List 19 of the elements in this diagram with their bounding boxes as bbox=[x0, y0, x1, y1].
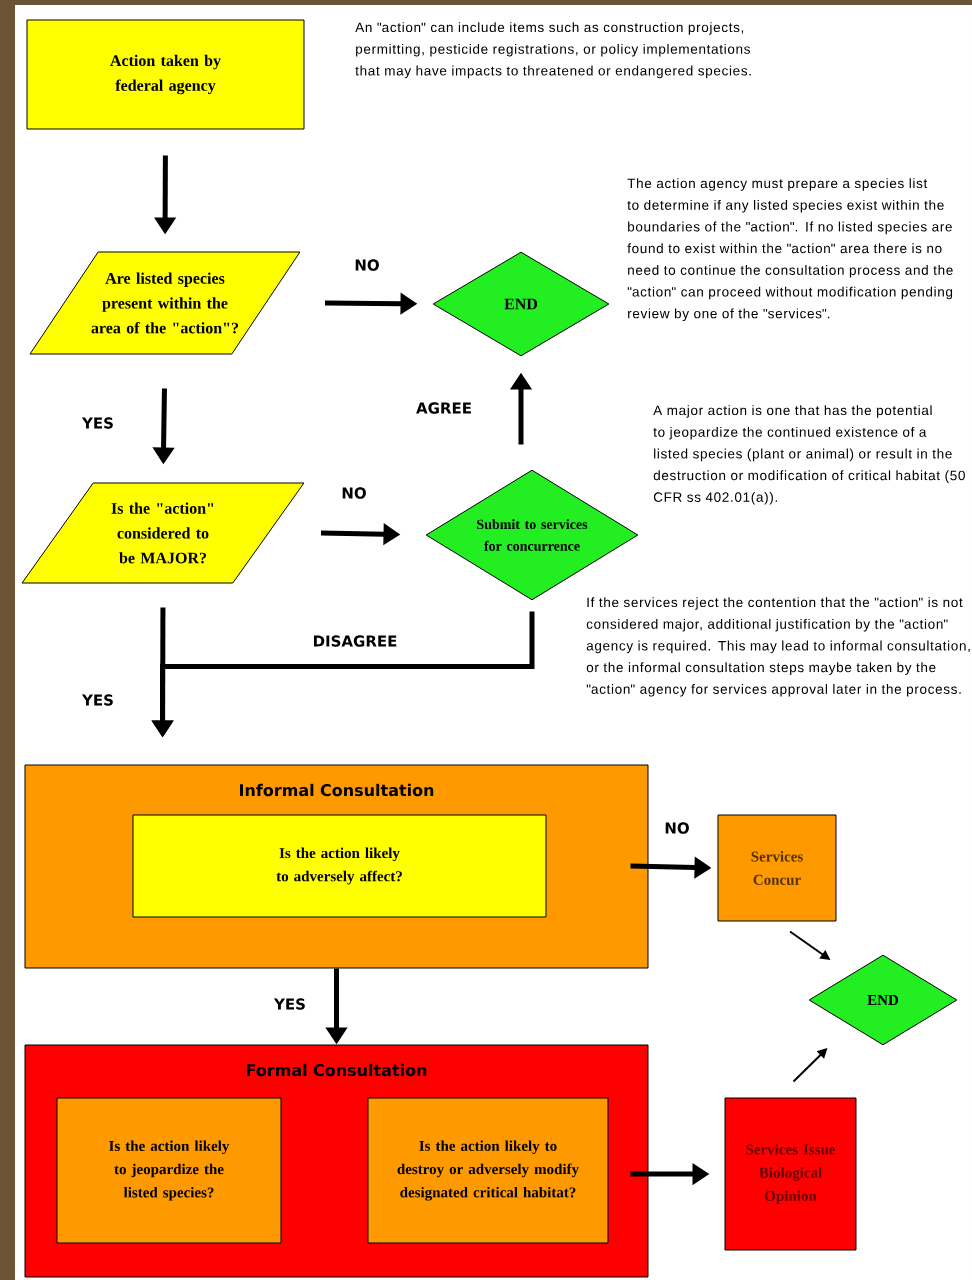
decision-parallelogram: Are listed species present within the area of the "action"? bbox=[29, 251, 301, 355]
process-box: Action taken by federal agency bbox=[26, 19, 305, 130]
edge-label: NO bbox=[342, 487, 366, 499]
note-text: An "action" can include items such as construction projects, permitting, pesticide registrations, or policy implementations that may have impacts to threatened or endangered species. bbox=[355, 22, 751, 79]
edge-label: YES bbox=[81, 694, 113, 706]
outcome-box: Services Concur bbox=[717, 814, 837, 922]
decision-parallelogram: Is the "action" considered to be MAJOR? bbox=[21, 482, 305, 584]
edge-label: YES bbox=[81, 417, 113, 429]
note-text: A major action is one that has the potential to jeopardize the continued existence of a listed species (plant or animal) or result in the destruction or modification of critical habitat (50 CFR ss 402.01(a)). bbox=[653, 405, 965, 505]
outcome-box: Services Issue Biological Opinion bbox=[724, 1097, 857, 1251]
edge-label: NO bbox=[355, 259, 379, 271]
edge-label: DISAGREE bbox=[314, 635, 397, 647]
question-box: Is the action likely to destroy or adversely modify designated critical habitat? bbox=[367, 1097, 609, 1244]
question-box: Is the action likely to jeopardize the listed species? bbox=[56, 1097, 282, 1244]
edge-label: NO bbox=[665, 822, 689, 834]
edge-label: YES bbox=[273, 998, 305, 1010]
note-text: The action agency must prepare a species list to determine if any listed species exist within the boundaries of the "action". If no listed species are found to exist within the "action" area there is no need to continue the consultation process and the "action" can proceed without modification pending review by one of the "services". bbox=[627, 178, 953, 321]
question-box: Is the action likely to adversely affect? bbox=[132, 814, 547, 918]
edge-label: AGREE bbox=[416, 402, 471, 414]
